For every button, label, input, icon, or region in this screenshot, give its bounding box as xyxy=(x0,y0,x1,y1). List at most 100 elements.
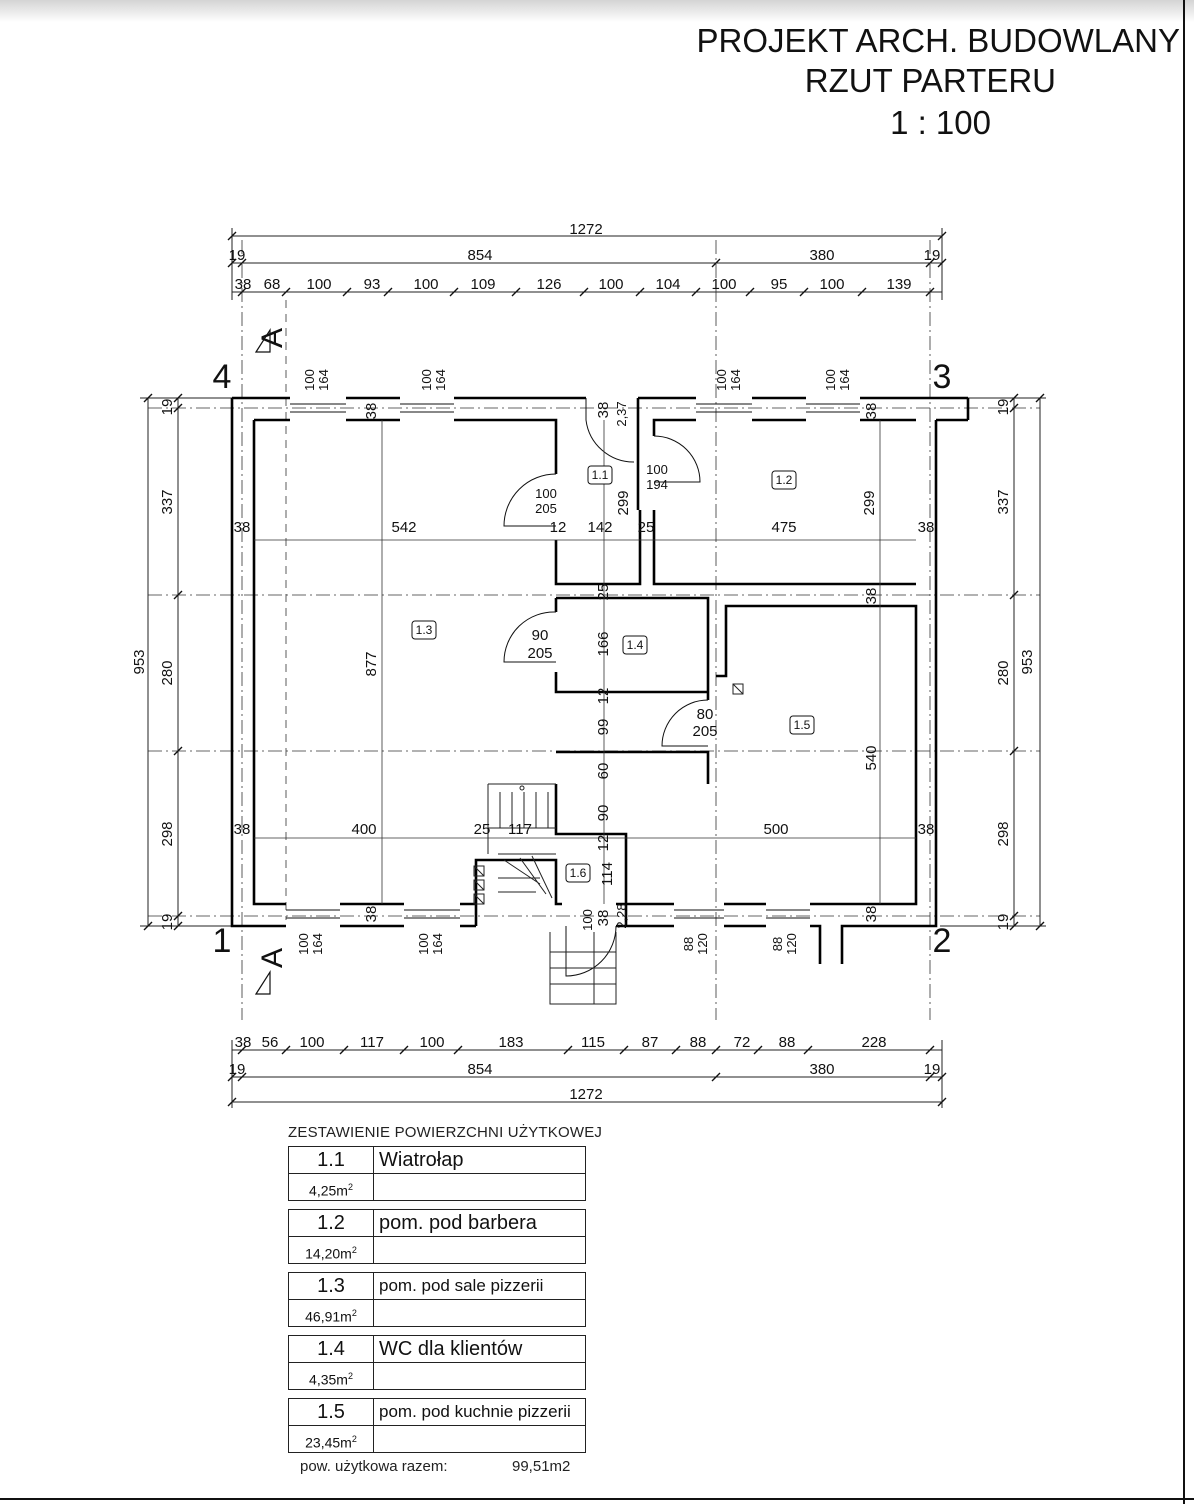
room-tag: 1.4 xyxy=(627,638,644,652)
room-number: 1.5 xyxy=(289,1399,374,1425)
interior-dim-lines xyxy=(254,420,916,904)
dim-total-bottom: 1272 xyxy=(569,1086,602,1103)
window-height: 120 xyxy=(784,933,799,955)
dim-166: 166 xyxy=(595,631,612,656)
dim-bottom-row2: 19 xyxy=(229,1061,246,1078)
dimension-label: 142 xyxy=(587,519,612,536)
title-scale: 1 : 100 xyxy=(890,104,991,141)
room-area: 14,20m2 xyxy=(289,1237,374,1263)
dim-left-part: 337 xyxy=(159,489,176,514)
dim-114: 114 xyxy=(599,862,616,886)
dim-left-part: 298 xyxy=(159,821,176,846)
dim-bottom-row1: 115 xyxy=(581,1034,605,1051)
dimension-label: 117 xyxy=(508,821,532,838)
dim-877: 877 xyxy=(363,651,380,676)
title-drawing: RZUT PARTERU xyxy=(804,62,1056,99)
dim-bottom-row2: 380 xyxy=(809,1061,834,1078)
dim-top-row3: 100 xyxy=(598,276,623,293)
door-width: 100 xyxy=(580,909,595,931)
dim-top-row2: 19 xyxy=(924,247,941,264)
windows xyxy=(286,403,860,919)
window-width: 88 xyxy=(681,937,696,951)
dim-top-row3: 100 xyxy=(819,276,844,293)
room-tag: 1.3 xyxy=(416,623,433,637)
dim-top-row3: 38 xyxy=(235,276,252,293)
window-height: 164 xyxy=(728,369,743,391)
dim-bottom-row1: 117 xyxy=(360,1034,384,1051)
door-height: 205 xyxy=(527,645,552,662)
room-number: 1.2 xyxy=(289,1210,374,1236)
room-tag-boxes xyxy=(411,465,815,883)
door-width: 90 xyxy=(532,627,549,644)
dimension-label: 25 xyxy=(638,519,655,536)
dim-right-part: 19 xyxy=(995,399,1012,416)
window-width: 100 xyxy=(823,369,838,391)
title-project: PROJEKT ARCH. BUDOWLANY xyxy=(696,22,1180,59)
dimension-label: 12 xyxy=(550,519,567,536)
room-tag: 1.1 xyxy=(592,468,609,482)
dim-top-row3: 104 xyxy=(655,276,680,293)
window-width: 100 xyxy=(302,369,317,391)
room-tag: 1.2 xyxy=(776,473,793,487)
dim-bottom-row1: 87 xyxy=(642,1034,659,1051)
dim-total-left: 953 xyxy=(131,649,148,674)
dim-top-row2: 380 xyxy=(809,247,834,264)
dim-top-row2: 19 xyxy=(229,247,246,264)
dimension-label: 38 xyxy=(918,519,935,536)
door-width: 100 xyxy=(646,462,668,477)
dim-right-part: 19 xyxy=(995,914,1012,931)
sheet-border-bottom xyxy=(0,1498,1194,1500)
room-name: pom. pod kuchnie pizzerii xyxy=(379,1402,571,1421)
dim-237: 2,37 xyxy=(614,401,629,426)
window-height: 164 xyxy=(316,369,331,391)
dim-right-part: 280 xyxy=(995,660,1012,685)
door-height: 205 xyxy=(535,501,557,516)
door-height: 194 xyxy=(646,477,668,492)
dim-lines-bottom xyxy=(231,1040,943,1108)
dim-top-row3: 100 xyxy=(413,276,438,293)
room-name: WC dla klientów xyxy=(379,1338,523,1360)
dim-top-row3: 100 xyxy=(711,276,736,293)
grid-axes xyxy=(148,240,1040,1020)
dim-12: 12 xyxy=(595,688,612,705)
dim-top-row2: 854 xyxy=(467,247,492,264)
dim-left-part: 280 xyxy=(159,660,176,685)
dim-lines-left xyxy=(140,397,240,927)
dim-top-row3: 95 xyxy=(771,276,788,293)
dim-38: 38 xyxy=(595,910,612,927)
dimension-label: 38 xyxy=(918,821,935,838)
window-width: 100 xyxy=(296,933,311,955)
dimension-label: 475 xyxy=(771,519,796,536)
window-height: 120 xyxy=(695,933,710,955)
dim-38: 38 xyxy=(863,403,880,420)
dim-left-part: 19 xyxy=(159,399,176,416)
dim-lines-top xyxy=(231,228,943,300)
room-number: 1.3 xyxy=(289,1273,374,1299)
room-area: 23,45m2 xyxy=(289,1426,374,1452)
dim-228: 2,28 xyxy=(614,903,629,928)
axis-label-4: 4 xyxy=(213,358,232,396)
dim-bottom-row1: 183 xyxy=(498,1034,523,1051)
window-width: 100 xyxy=(419,369,434,391)
dim-bottom-row2: 19 xyxy=(924,1061,941,1078)
section-label-bottom: A xyxy=(256,948,289,968)
room-name: Wiatrołap xyxy=(379,1149,464,1171)
dimension-label: 542 xyxy=(391,519,416,536)
room-area: 46,91m2 xyxy=(289,1300,374,1326)
dimension-label: 38 xyxy=(234,821,251,838)
door-width: 80 xyxy=(697,706,714,723)
dim-bottom-row1: 38 xyxy=(235,1034,252,1051)
stairs xyxy=(487,783,617,1005)
door-height: 205 xyxy=(692,723,717,740)
window-height: 164 xyxy=(430,933,445,955)
window-width: 100 xyxy=(416,933,431,955)
window-height: 164 xyxy=(310,933,325,955)
dim-total-top: 1272 xyxy=(569,221,602,238)
dim-total-right: 953 xyxy=(1019,649,1036,674)
dimension-label: 400 xyxy=(351,821,376,838)
schedule-room-4: 1.5 pom. pod kuchnie pizzerii 23,45m2 xyxy=(288,1398,586,1453)
